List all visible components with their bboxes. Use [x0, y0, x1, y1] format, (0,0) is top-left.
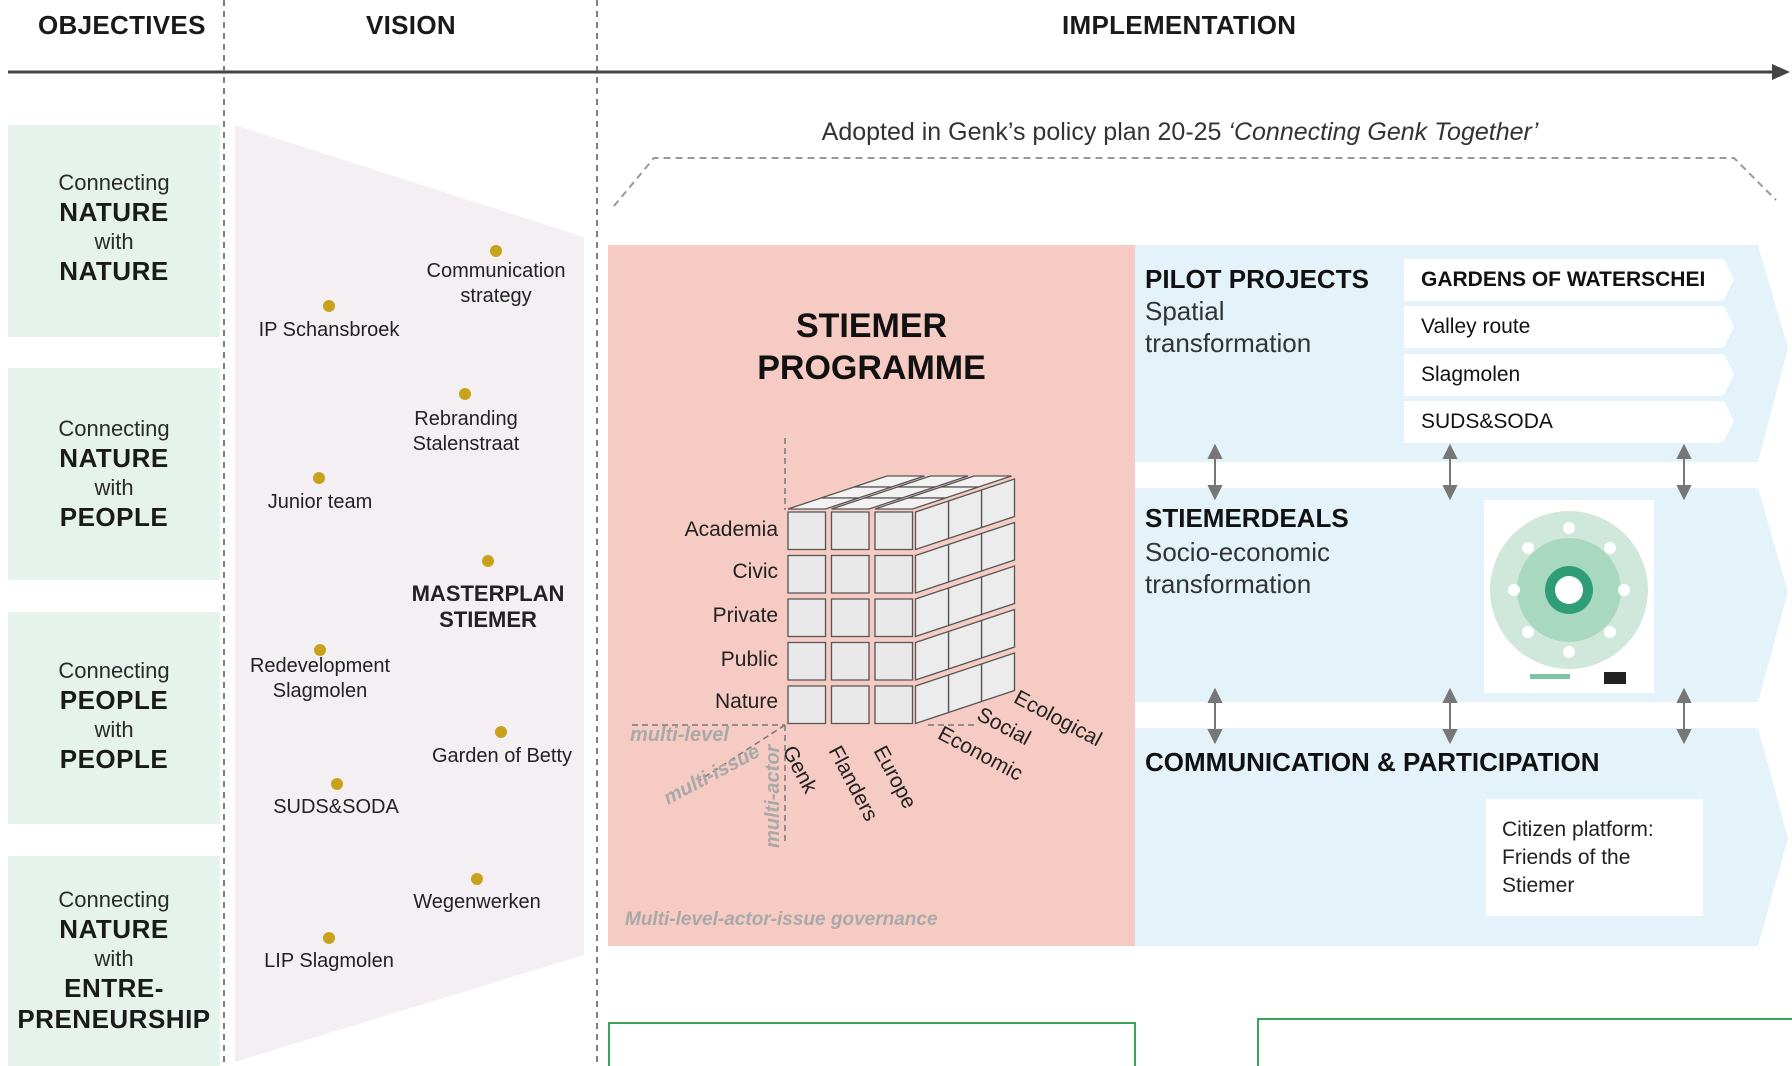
- objective-b: ENTRE-: [64, 973, 164, 1003]
- vision-dot: [323, 932, 335, 944]
- objective-a: NATURE: [59, 197, 169, 227]
- vision-funnel: [235, 125, 584, 1062]
- vision-wegenwerken: Wegenwerken: [413, 891, 541, 913]
- vision-dot: [495, 726, 507, 738]
- objective-with: with: [94, 717, 134, 742]
- objective-connecting: Connecting: [58, 170, 170, 195]
- vision-ip-schansbroek: IP Schansbroek: [258, 319, 400, 341]
- objective-nature-people: Connecting NATURE with PEOPLE: [8, 368, 220, 580]
- actor-label-public: Public: [720, 648, 778, 671]
- timeline-arrow-head: [1772, 64, 1790, 80]
- programme-box: [608, 245, 1135, 946]
- pilot-projects-title: PILOT PROJECTS: [1145, 264, 1369, 294]
- objective-connecting: Connecting: [58, 658, 170, 683]
- objective-connecting: Connecting: [58, 416, 170, 441]
- objective-with: with: [94, 229, 134, 254]
- communication-title: COMMUNICATION & PARTICIPATION: [1145, 747, 1600, 777]
- policy-statement: Adopted in Genk’s policy plan 20-25 ‘Con…: [600, 118, 1760, 147]
- objective-a: NATURE: [59, 914, 169, 944]
- pilot-item-suds-soda: SUDS&SODA: [1404, 401, 1721, 443]
- vision-dot: [471, 873, 483, 885]
- objective-people-people: Connecting PEOPLE with PEOPLE: [8, 612, 220, 824]
- objective-b: PEOPLE: [59, 744, 169, 774]
- actor-label-nature: Nature: [714, 690, 778, 713]
- objective-with: with: [94, 475, 134, 500]
- objective-b: PEOPLE: [59, 502, 169, 532]
- objective-a: PEOPLE: [59, 685, 169, 715]
- connector-arrows: [1207, 443, 1692, 745]
- vision-dot: [331, 778, 343, 790]
- vision-garden-of-betty: Garden of Betty: [431, 745, 573, 767]
- pilot-item-slagmolen: Slagmolen: [1404, 354, 1721, 396]
- axis-multi-actor: multi-actor: [762, 744, 784, 848]
- vision-dot: [459, 388, 471, 400]
- actor-label-civic: Civic: [732, 560, 779, 583]
- green-outline-right: [1257, 1018, 1792, 1066]
- vision-lip-slagmolen: LIP Slagmolen: [264, 950, 394, 972]
- stiemerdeals-title: STIEMERDEALS: [1145, 503, 1349, 533]
- policy-title: ‘Connecting Genk Together’: [1228, 118, 1539, 146]
- policy-bracket: [613, 157, 1777, 207]
- actor-label-academia: Academia: [684, 518, 778, 541]
- policy-prefix: Adopted in Genk’s policy plan 20-25: [821, 118, 1229, 146]
- objective-c: PRENEURSHIP: [17, 1004, 211, 1034]
- pilot-item-gardens: GARDENS OF WATERSCHEI: [1404, 259, 1721, 301]
- poster-logo: [1604, 672, 1626, 684]
- vision-dot: [314, 644, 326, 656]
- objectives-header: OBJECTIVES: [38, 10, 206, 40]
- programme-footer: Multi-level-actor-issue governance: [625, 909, 938, 930]
- pilot-item-valley-route: Valley route: [1404, 306, 1721, 348]
- vision-dot: [482, 555, 494, 567]
- vision-suds-soda: SUDS&SODA: [273, 796, 399, 818]
- objective-nature-nature: Connecting NATURE with NATURE: [8, 125, 220, 337]
- citizen-platform-card: [1486, 799, 1703, 916]
- poster-small-icons: [1508, 522, 1630, 658]
- poster-caption: [1530, 674, 1570, 679]
- axis-multi-level: multi-level: [630, 724, 729, 746]
- vision-dot: [490, 245, 502, 257]
- objective-nature-entrepreneurship: Connecting NATURE with ENTRE- PRENEURSHI…: [8, 856, 220, 1066]
- vision-junior-team: Junior team: [267, 491, 373, 513]
- vision-dot: [313, 472, 325, 484]
- vision-header: VISION: [366, 10, 456, 40]
- objective-a: NATURE: [59, 443, 169, 473]
- citizen-platform-text: Citizen platform: Friends of the Stiemer: [1502, 818, 1654, 897]
- green-outline-left: [608, 1022, 1136, 1066]
- actor-label-private: Private: [712, 604, 778, 627]
- poster-center-icon: [1555, 576, 1583, 604]
- implementation-header: IMPLEMENTATION: [1062, 10, 1297, 40]
- objective-with: with: [94, 946, 134, 971]
- vision-dot: [323, 300, 335, 312]
- objective-connecting: Connecting: [58, 887, 170, 912]
- objective-b: NATURE: [59, 256, 169, 286]
